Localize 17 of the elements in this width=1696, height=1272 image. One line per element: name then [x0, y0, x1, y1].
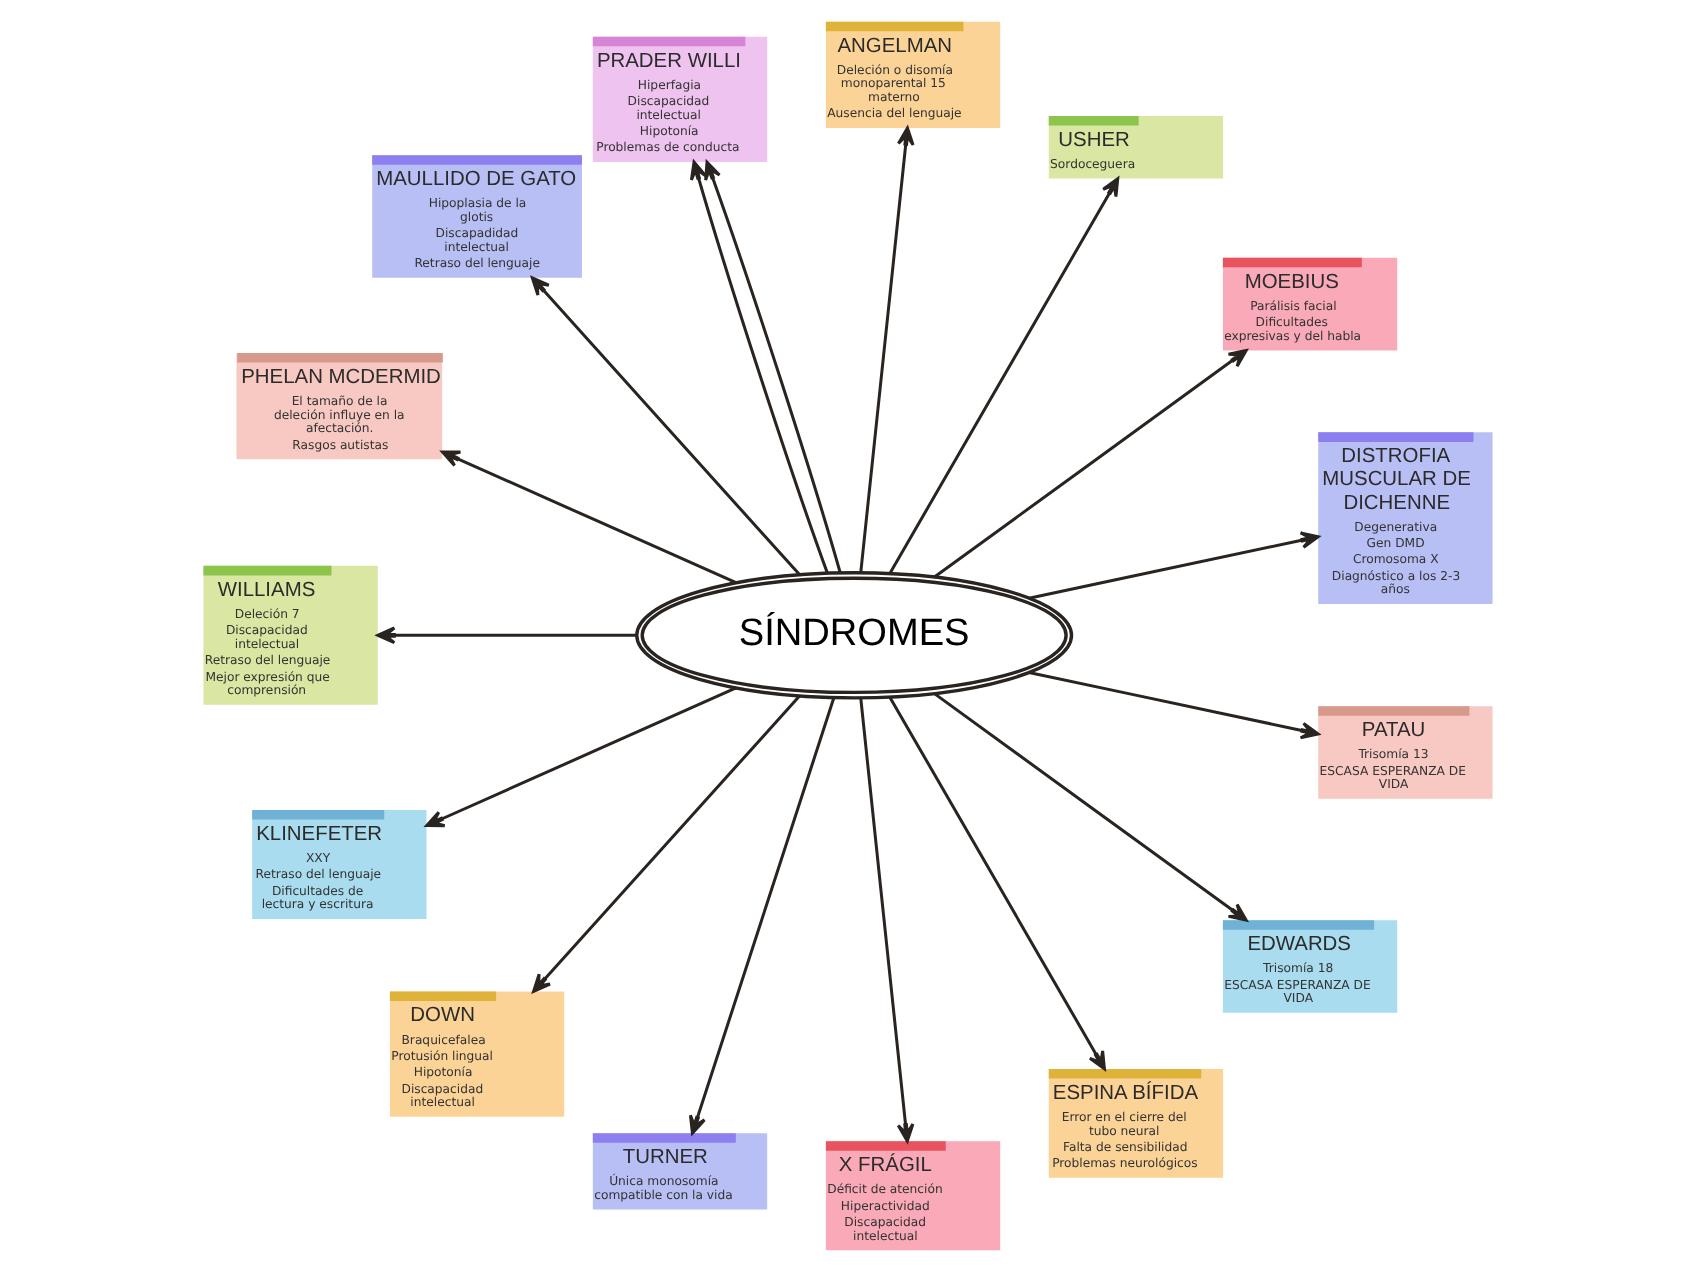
arrow	[859, 126, 915, 573]
arrow	[859, 697, 915, 1143]
arrow	[1028, 671, 1320, 740]
arrow	[689, 160, 829, 574]
arrow	[688, 696, 836, 1135]
arrow	[441, 450, 737, 585]
node-ellipse: SÍNDROMES	[635, 571, 1074, 700]
arrow	[376, 626, 637, 645]
arrow	[1028, 531, 1320, 600]
arrow	[933, 349, 1248, 579]
arrow	[888, 177, 1120, 575]
arrow	[888, 696, 1106, 1071]
arrow	[704, 160, 842, 574]
arrow	[532, 694, 801, 993]
arrow	[425, 686, 737, 828]
arrow	[933, 692, 1248, 922]
arrow	[530, 276, 801, 576]
